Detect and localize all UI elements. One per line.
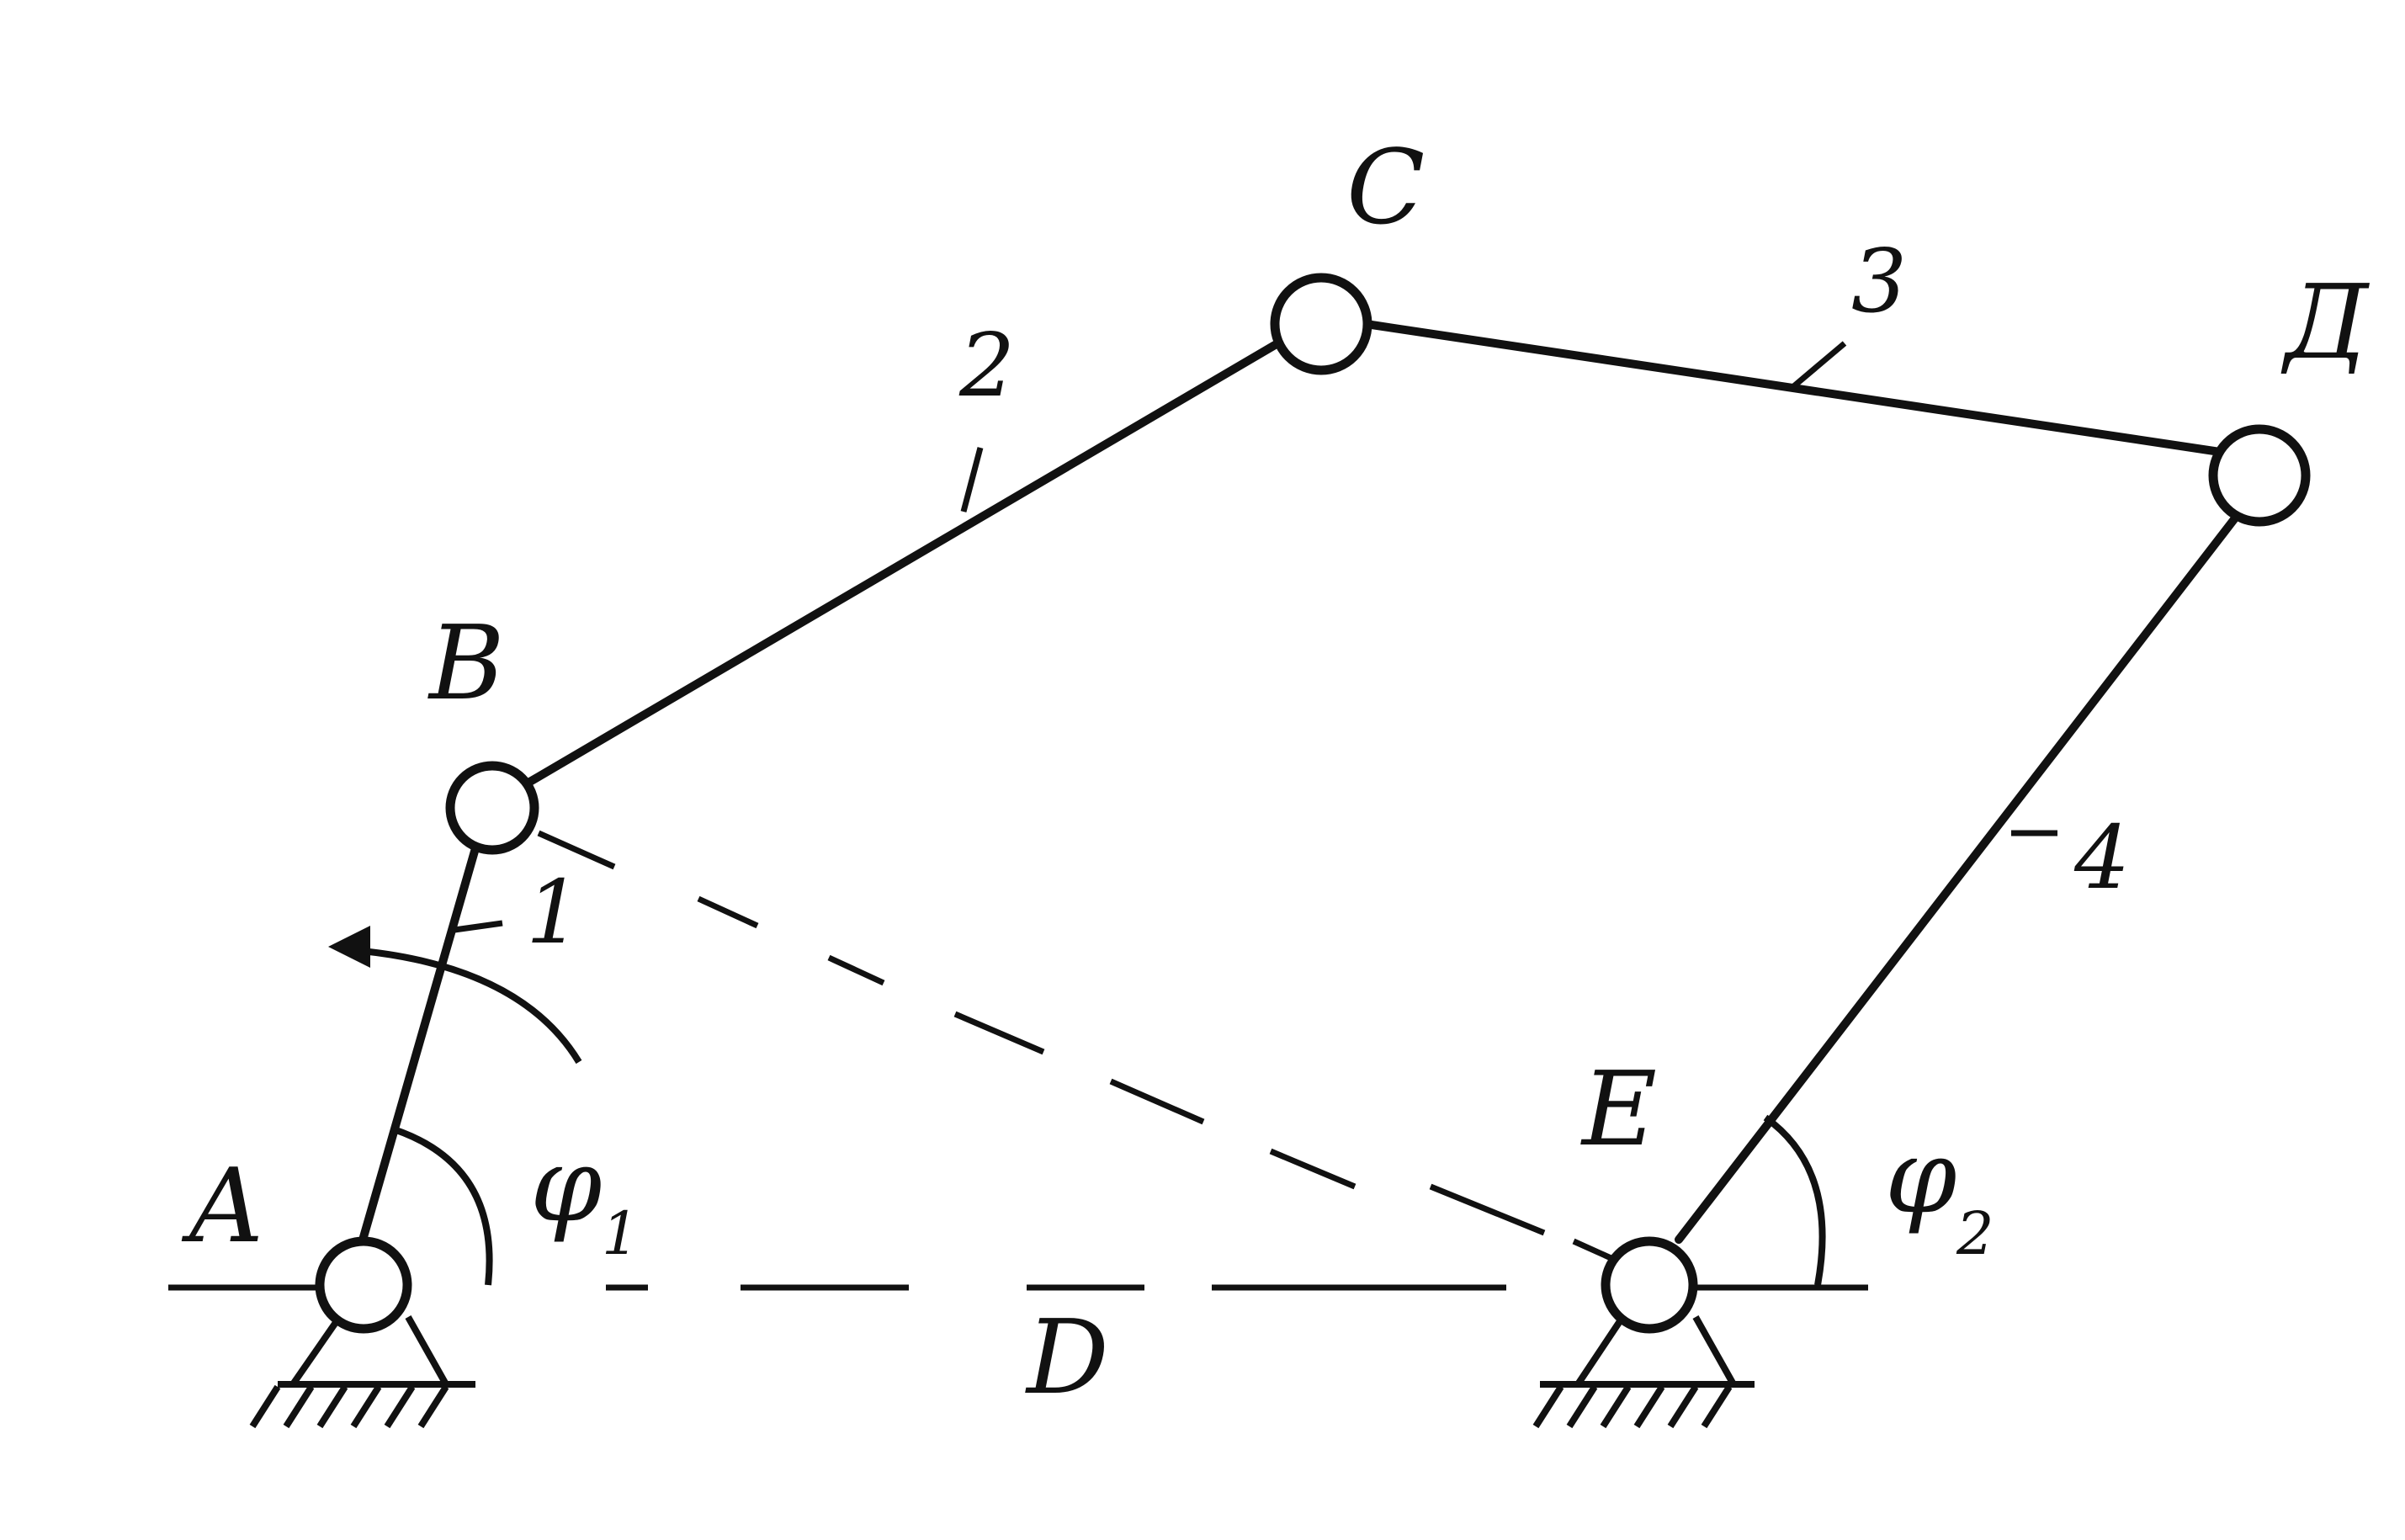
label-distance: D [1025, 1298, 1109, 1417]
label-joint-d: Д [2280, 263, 2370, 382]
label-link-1: 1 [526, 861, 581, 964]
angle-arcs [392, 1114, 1826, 1286]
label-joint-b: B [427, 603, 505, 723]
label-link-3: 3 [1851, 230, 1907, 332]
link-ticks [454, 341, 2057, 933]
links [359, 321, 2238, 1244]
dashed-line-be [537, 830, 1626, 1267]
arc-phi-1 [392, 1126, 493, 1286]
label-link-2: 2 [958, 314, 1015, 417]
joints [315, 273, 2311, 1334]
label-phi-2: φ [1885, 1117, 1956, 1236]
link-1-ab [359, 844, 480, 1241]
label-phi-1: φ [530, 1125, 602, 1245]
joint-b-circle [445, 761, 539, 855]
joint-c-circle [1270, 273, 1372, 375]
label-link-4: 4 [2073, 806, 2130, 909]
support-e [1532, 1315, 1755, 1429]
joint-d-circle [2208, 424, 2311, 527]
link-2-bc [524, 341, 1279, 787]
joint-e-circle [1601, 1236, 1698, 1334]
support-a [249, 1315, 475, 1429]
label-phi-2-sub: 2 [1956, 1199, 1994, 1268]
label-joint-c: C [1346, 128, 1425, 247]
label-phi-1-sub: 1 [602, 1199, 640, 1268]
arc-phi-2 [1763, 1114, 1826, 1286]
rotation-arrow [328, 926, 582, 1065]
label-joint-e: E [1580, 1049, 1657, 1169]
label-joint-a: A [181, 1146, 263, 1266]
joint-a-circle [315, 1236, 412, 1334]
